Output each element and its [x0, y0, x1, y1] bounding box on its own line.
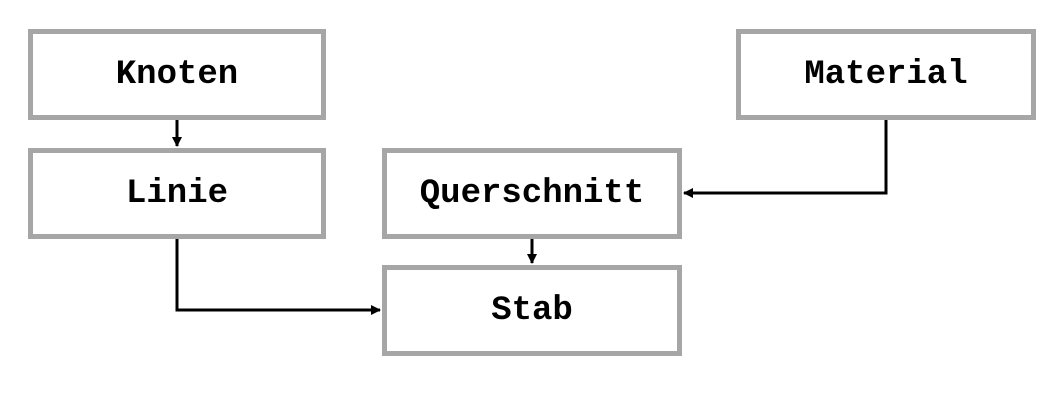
- node-knoten: Knoten: [28, 29, 326, 120]
- node-querschnitt-label: Querschnitt: [419, 174, 645, 213]
- node-stab-label: Stab: [491, 291, 573, 330]
- node-stab: Stab: [382, 265, 682, 356]
- connector-linie-to-stab: [175, 239, 381, 315]
- node-linie: Linie: [28, 148, 326, 239]
- node-material: Material: [736, 29, 1036, 120]
- node-knoten-label: Knoten: [115, 55, 239, 94]
- node-material-label: Material: [804, 55, 968, 94]
- node-querschnitt: Querschnitt: [382, 148, 682, 239]
- node-linie-label: Linie: [125, 174, 229, 213]
- connector-material-to-querschnitt: [683, 120, 888, 198]
